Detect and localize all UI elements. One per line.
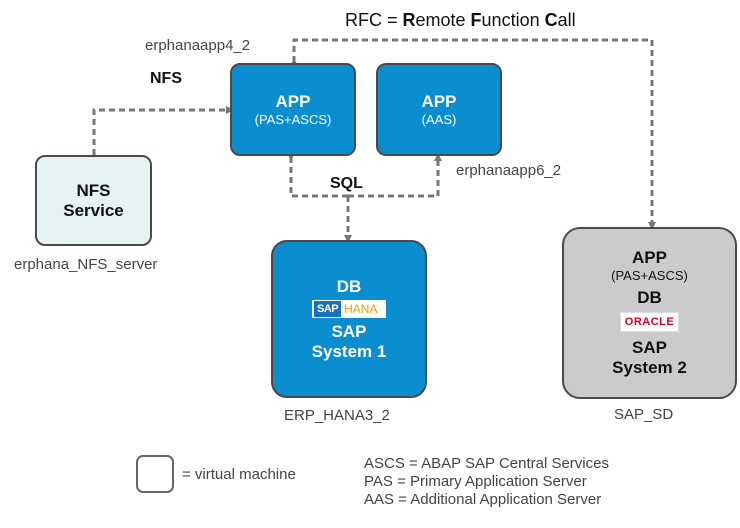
sql-connector-right <box>348 153 442 198</box>
legend-abbreviations: ASCS = ABAP SAP Central Services PAS = P… <box>364 455 609 509</box>
sap-hana-logo: SAP HANA <box>312 299 386 318</box>
rfc-connector <box>290 38 656 230</box>
sap2-line1: SAP <box>632 338 667 357</box>
sql-connector-left <box>287 153 348 198</box>
legend-vm-swatch <box>136 455 174 493</box>
app-aas-title: APP <box>421 91 457 111</box>
title-r: R <box>402 10 416 30</box>
host-label-erp-hana3: ERP_HANA3_2 <box>284 407 390 424</box>
sql-connector-label: SQL <box>330 175 363 192</box>
nfs-service-line2: Service <box>63 200 124 220</box>
sap1-line2: System 1 <box>311 341 387 361</box>
nfs-connector-label: NFS <box>150 70 182 87</box>
app-pas-subtitle: (PAS+ASCS) <box>254 111 332 127</box>
sap2-app-label: APP <box>632 248 667 267</box>
legend-aas: AAS = Additional Application Server <box>364 491 602 508</box>
sap-system-1-node: DB SAP HANA SAP System 1 <box>271 240 427 398</box>
sap1-line1: SAP <box>331 321 367 341</box>
title-prefix: RFC = <box>345 10 403 30</box>
host-label-nfs-server: erphana_NFS_server <box>14 256 158 273</box>
title-f-rest: unction <box>481 10 545 30</box>
nfs-service-line1: NFS <box>76 180 111 200</box>
title-c: C <box>544 10 558 30</box>
nfs-service-node: NFS Service <box>35 155 152 246</box>
app-aas-subtitle: (AAS) <box>421 111 457 127</box>
app-aas-node: APP (AAS) <box>376 63 502 156</box>
diagram-title: RFC = Remote Function Call <box>345 10 576 31</box>
title-r-rest: emote <box>415 10 471 30</box>
title-c-rest: all <box>557 10 576 30</box>
oracle-logo: ORACLE <box>619 312 680 332</box>
sap-logo-text: SAP <box>314 300 342 317</box>
host-label-sap-sd: SAP_SD <box>614 406 674 423</box>
sap2-db-label: DB <box>637 288 662 307</box>
sap2-line2: System 2 <box>612 358 687 377</box>
title-f: F <box>470 10 482 30</box>
sap2-subtitle: (PAS+ASCS) <box>611 268 688 283</box>
host-label-erphanaapp6: erphanaapp6_2 <box>456 162 562 179</box>
hana-logo-text: HANA <box>344 301 378 316</box>
legend-pas: PAS = Primary Application Server <box>364 473 587 490</box>
sap1-db-label: DB <box>336 276 362 296</box>
nfs-connector <box>92 106 234 155</box>
app-pas-ascs-node: APP (PAS+ASCS) <box>230 63 356 156</box>
legend-ascs: ASCS = ABAP SAP Central Services <box>364 455 609 472</box>
legend-vm-text: = virtual machine <box>182 466 296 483</box>
sap-system-2-node: APP (PAS+ASCS) DB ORACLE SAP System 2 <box>562 227 737 399</box>
app-pas-title: APP <box>275 91 311 111</box>
host-label-erphanaapp4: erphanaapp4_2 <box>145 37 251 54</box>
